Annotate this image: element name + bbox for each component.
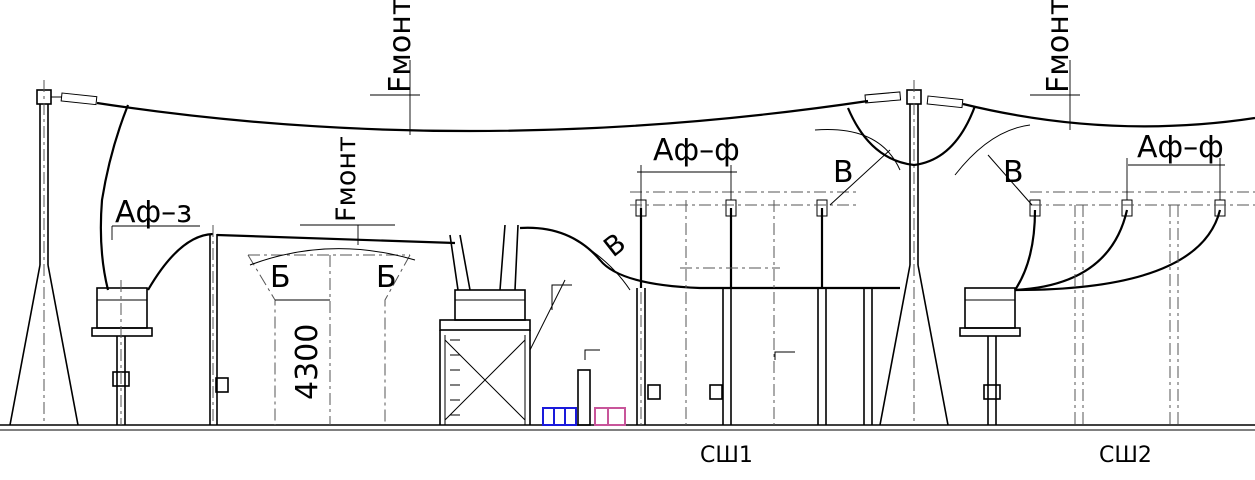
label-f-mont-1: Fмонт	[383, 0, 418, 93]
v-arc-2	[954, 124, 1031, 176]
g-marker-1	[551, 284, 572, 310]
v-leader-2	[987, 154, 1033, 206]
label-dim-4300: 4300	[290, 324, 325, 400]
v-arc-3	[574, 239, 631, 291]
label-a-fz: Аф–з	[115, 195, 192, 230]
v-arc-1	[814, 129, 901, 171]
label-f-mont-2: Fмонт	[1041, 0, 1076, 93]
magenta-base-mark	[594, 407, 626, 426]
label-a-ff-1: Аф–ф	[653, 133, 740, 168]
bus1-disconnectors	[636, 200, 873, 425]
clearance-b-frame	[247, 248, 416, 425]
label-b-2: Б	[376, 260, 397, 295]
label-v-2: В	[1003, 155, 1024, 190]
left-transformer	[91, 104, 153, 425]
g-marker-2	[584, 349, 600, 360]
busbar-span-left	[216, 233, 456, 245]
bus1-drops	[630, 191, 860, 288]
label-v-3: В	[598, 228, 632, 264]
label-b-1: Б	[270, 260, 291, 295]
jumper-loop	[846, 105, 977, 167]
left-portal-tower	[9, 80, 98, 426]
left-post-insulator	[147, 225, 229, 425]
g-marker-3	[774, 351, 795, 360]
bus2-transformer	[959, 191, 1255, 425]
right-portal-tower	[864, 80, 964, 426]
span-wire-right	[962, 102, 1255, 128]
label-bus-1: СШ1	[700, 443, 753, 468]
label-v-1: В	[833, 155, 854, 190]
label-bus-2: СШ2	[1099, 443, 1152, 468]
small-cabinet	[577, 369, 591, 426]
label-a-ff-2: Аф–ф	[1137, 130, 1224, 165]
circuit-breaker-platform	[439, 224, 566, 425]
v-leader-1	[829, 149, 891, 206]
busbar-span-main	[519, 226, 900, 290]
blue-base-mark	[542, 407, 577, 426]
span-wire-left	[96, 99, 869, 133]
label-f-mont-3: Fмонт	[331, 136, 362, 222]
dimension-lines	[111, 60, 1225, 301]
